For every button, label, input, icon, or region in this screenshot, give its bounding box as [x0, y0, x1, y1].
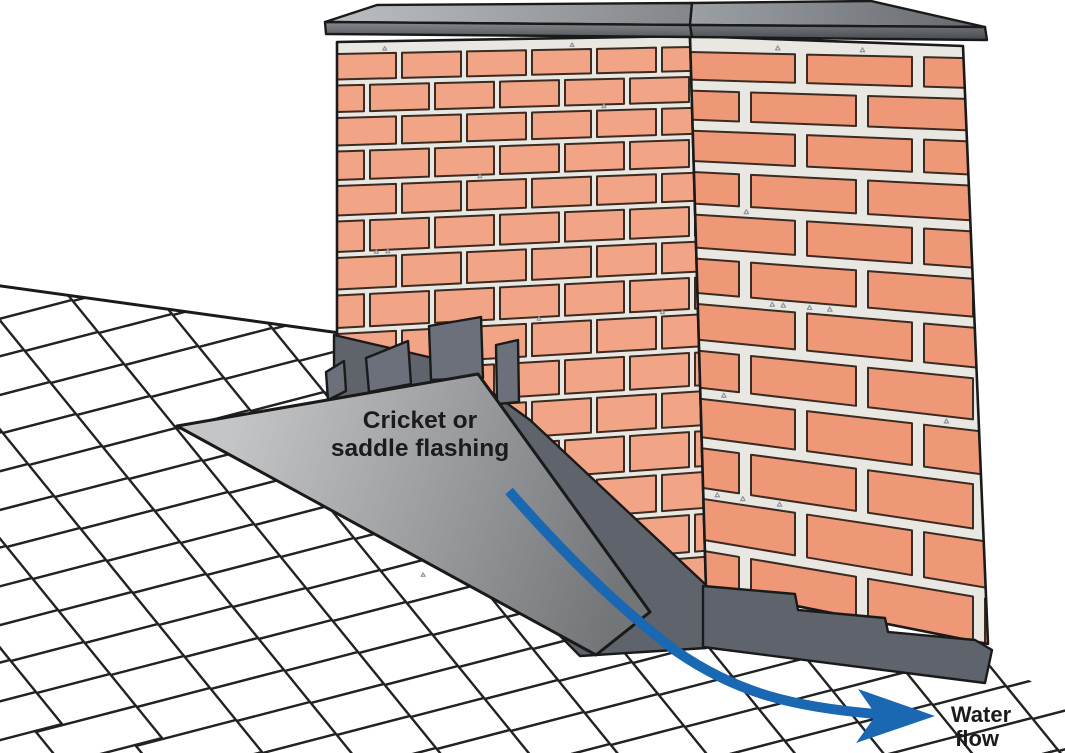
- step-flashing-piece: [494, 338, 521, 406]
- base-flashing-right: [701, 584, 994, 685]
- chimney-right-face: [690, 36, 988, 644]
- cricket-label-line1: Cricket or: [363, 407, 478, 434]
- step-flashing-piece: [324, 359, 348, 402]
- cap-fascia-front: [323, 20, 694, 39]
- water-flow-arrow-shaft: [505, 487, 877, 719]
- cricket-saddle-flashing: [175, 372, 652, 657]
- chimney-right-outline: [688, 34, 990, 646]
- water-flow-arrow: [505, 487, 935, 743]
- step-flashing: [324, 315, 521, 406]
- cap-top-right: [688, 0, 987, 29]
- water-flow-label-line2: flow: [955, 726, 1000, 751]
- water-flow-arrowhead: [856, 689, 935, 743]
- step-flashing-piece: [364, 339, 413, 394]
- step-flashing-piece: [427, 315, 485, 382]
- diagram-labels: Cricket or saddle flashing Water flow: [331, 407, 1012, 751]
- chimney-cap: [323, 0, 989, 42]
- cricket-label-line2: saddle flashing: [331, 435, 509, 462]
- cap-fascia-right: [688, 23, 989, 42]
- water-flow-label-line1: Water: [951, 702, 1012, 727]
